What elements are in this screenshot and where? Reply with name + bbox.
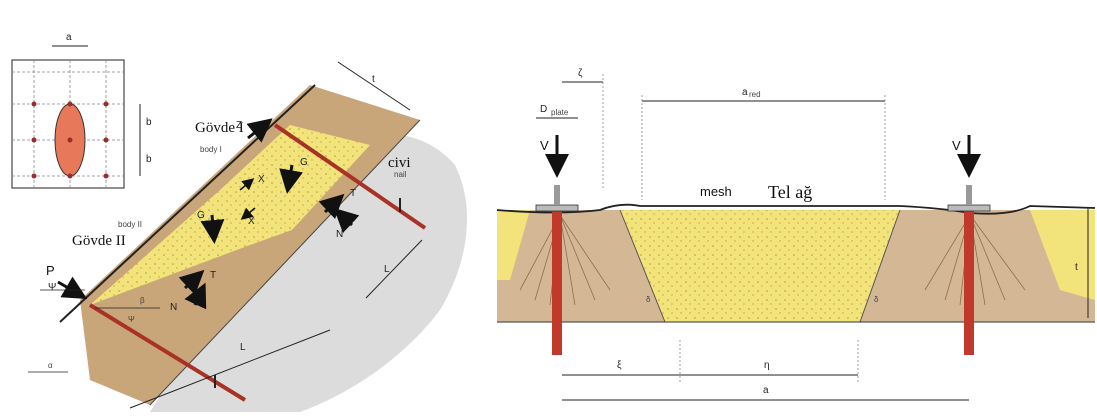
body-one-label-tr: Gövde I xyxy=(195,120,244,136)
t-right-label: t xyxy=(1075,262,1078,273)
force-t1-label: T xyxy=(350,188,356,199)
bolt-right xyxy=(966,185,972,205)
a-red-sub: red xyxy=(749,90,761,99)
angle-alpha-label: α xyxy=(48,361,53,370)
v-left-label: V xyxy=(540,138,549,153)
angle-beta-label: β xyxy=(140,296,145,305)
force-n1-label: N xyxy=(336,229,343,240)
force-x1-label: X xyxy=(258,174,265,185)
a-red-label: a xyxy=(742,87,748,98)
dim-b-bottom-label: b xyxy=(146,154,152,165)
body-two-label-tr: Gövde II xyxy=(72,233,126,249)
mesh-surface xyxy=(496,203,1096,215)
eta-label: η xyxy=(764,360,770,371)
inner-force-arrows xyxy=(239,178,256,220)
grid-node-dots xyxy=(31,101,109,179)
d-plate-label: D xyxy=(540,104,547,115)
dim-t-line xyxy=(337,61,411,111)
force-z-label: Z xyxy=(236,120,242,131)
right-figure: V V ζ D plate a red mesh Tel ağ t δ δ ξ … xyxy=(496,68,1096,401)
d-plate-sub: plate xyxy=(551,108,569,117)
anchor-right xyxy=(964,210,974,355)
force-p-label: P xyxy=(46,263,55,278)
left-figure: a b b Gövde I body I body II Gövde II ci… xyxy=(11,32,467,412)
delta-right-label: δ xyxy=(874,295,879,304)
yellow-left-edge xyxy=(497,210,530,280)
cone-boundary-right xyxy=(859,209,901,323)
force-t2-label: T xyxy=(210,270,216,281)
dim-l2-line xyxy=(129,329,331,409)
nail-lower xyxy=(88,303,247,402)
force-arrows xyxy=(57,118,360,310)
body-two-label-en: body II xyxy=(118,220,142,229)
dim-l1-line xyxy=(365,239,423,299)
slope-base-line xyxy=(149,119,421,406)
delta-left-label: δ xyxy=(646,295,651,304)
nail-label-tr: civi xyxy=(388,155,411,171)
nail-label-en: nail xyxy=(394,170,407,179)
dim-t-label: t xyxy=(372,74,375,85)
anchor-left xyxy=(552,210,562,355)
cone-boundary-left xyxy=(619,209,666,323)
dim-l1-label: L xyxy=(384,264,390,275)
angle-psi-bottom-label: Ψ xyxy=(128,315,135,324)
plate-right xyxy=(947,204,991,212)
a-right-label: a xyxy=(763,385,769,396)
mesh-label-en: mesh xyxy=(700,184,732,199)
yellow-center-dots xyxy=(620,210,900,322)
plate-left xyxy=(535,204,579,212)
angle-psi-top-label: Ψ xyxy=(48,282,56,293)
force-x2-label: X xyxy=(248,216,255,227)
dim-l2-label: L xyxy=(240,342,246,353)
force-g1-label: G xyxy=(300,157,308,168)
yellow-right-edge xyxy=(1030,210,1095,300)
dim-a-label: a xyxy=(66,32,72,43)
mesh-label-tr: Tel ağ xyxy=(768,182,812,202)
body-one-label-en: body I xyxy=(200,145,222,154)
zeta-label: ζ xyxy=(578,68,583,79)
xi-label: ξ xyxy=(617,360,622,371)
dim-b-top-label: b xyxy=(146,117,152,128)
force-n2-label: N xyxy=(170,302,177,313)
v-right-label: V xyxy=(952,138,961,153)
bolt-left xyxy=(554,185,560,205)
force-g2-label: G xyxy=(197,210,205,221)
